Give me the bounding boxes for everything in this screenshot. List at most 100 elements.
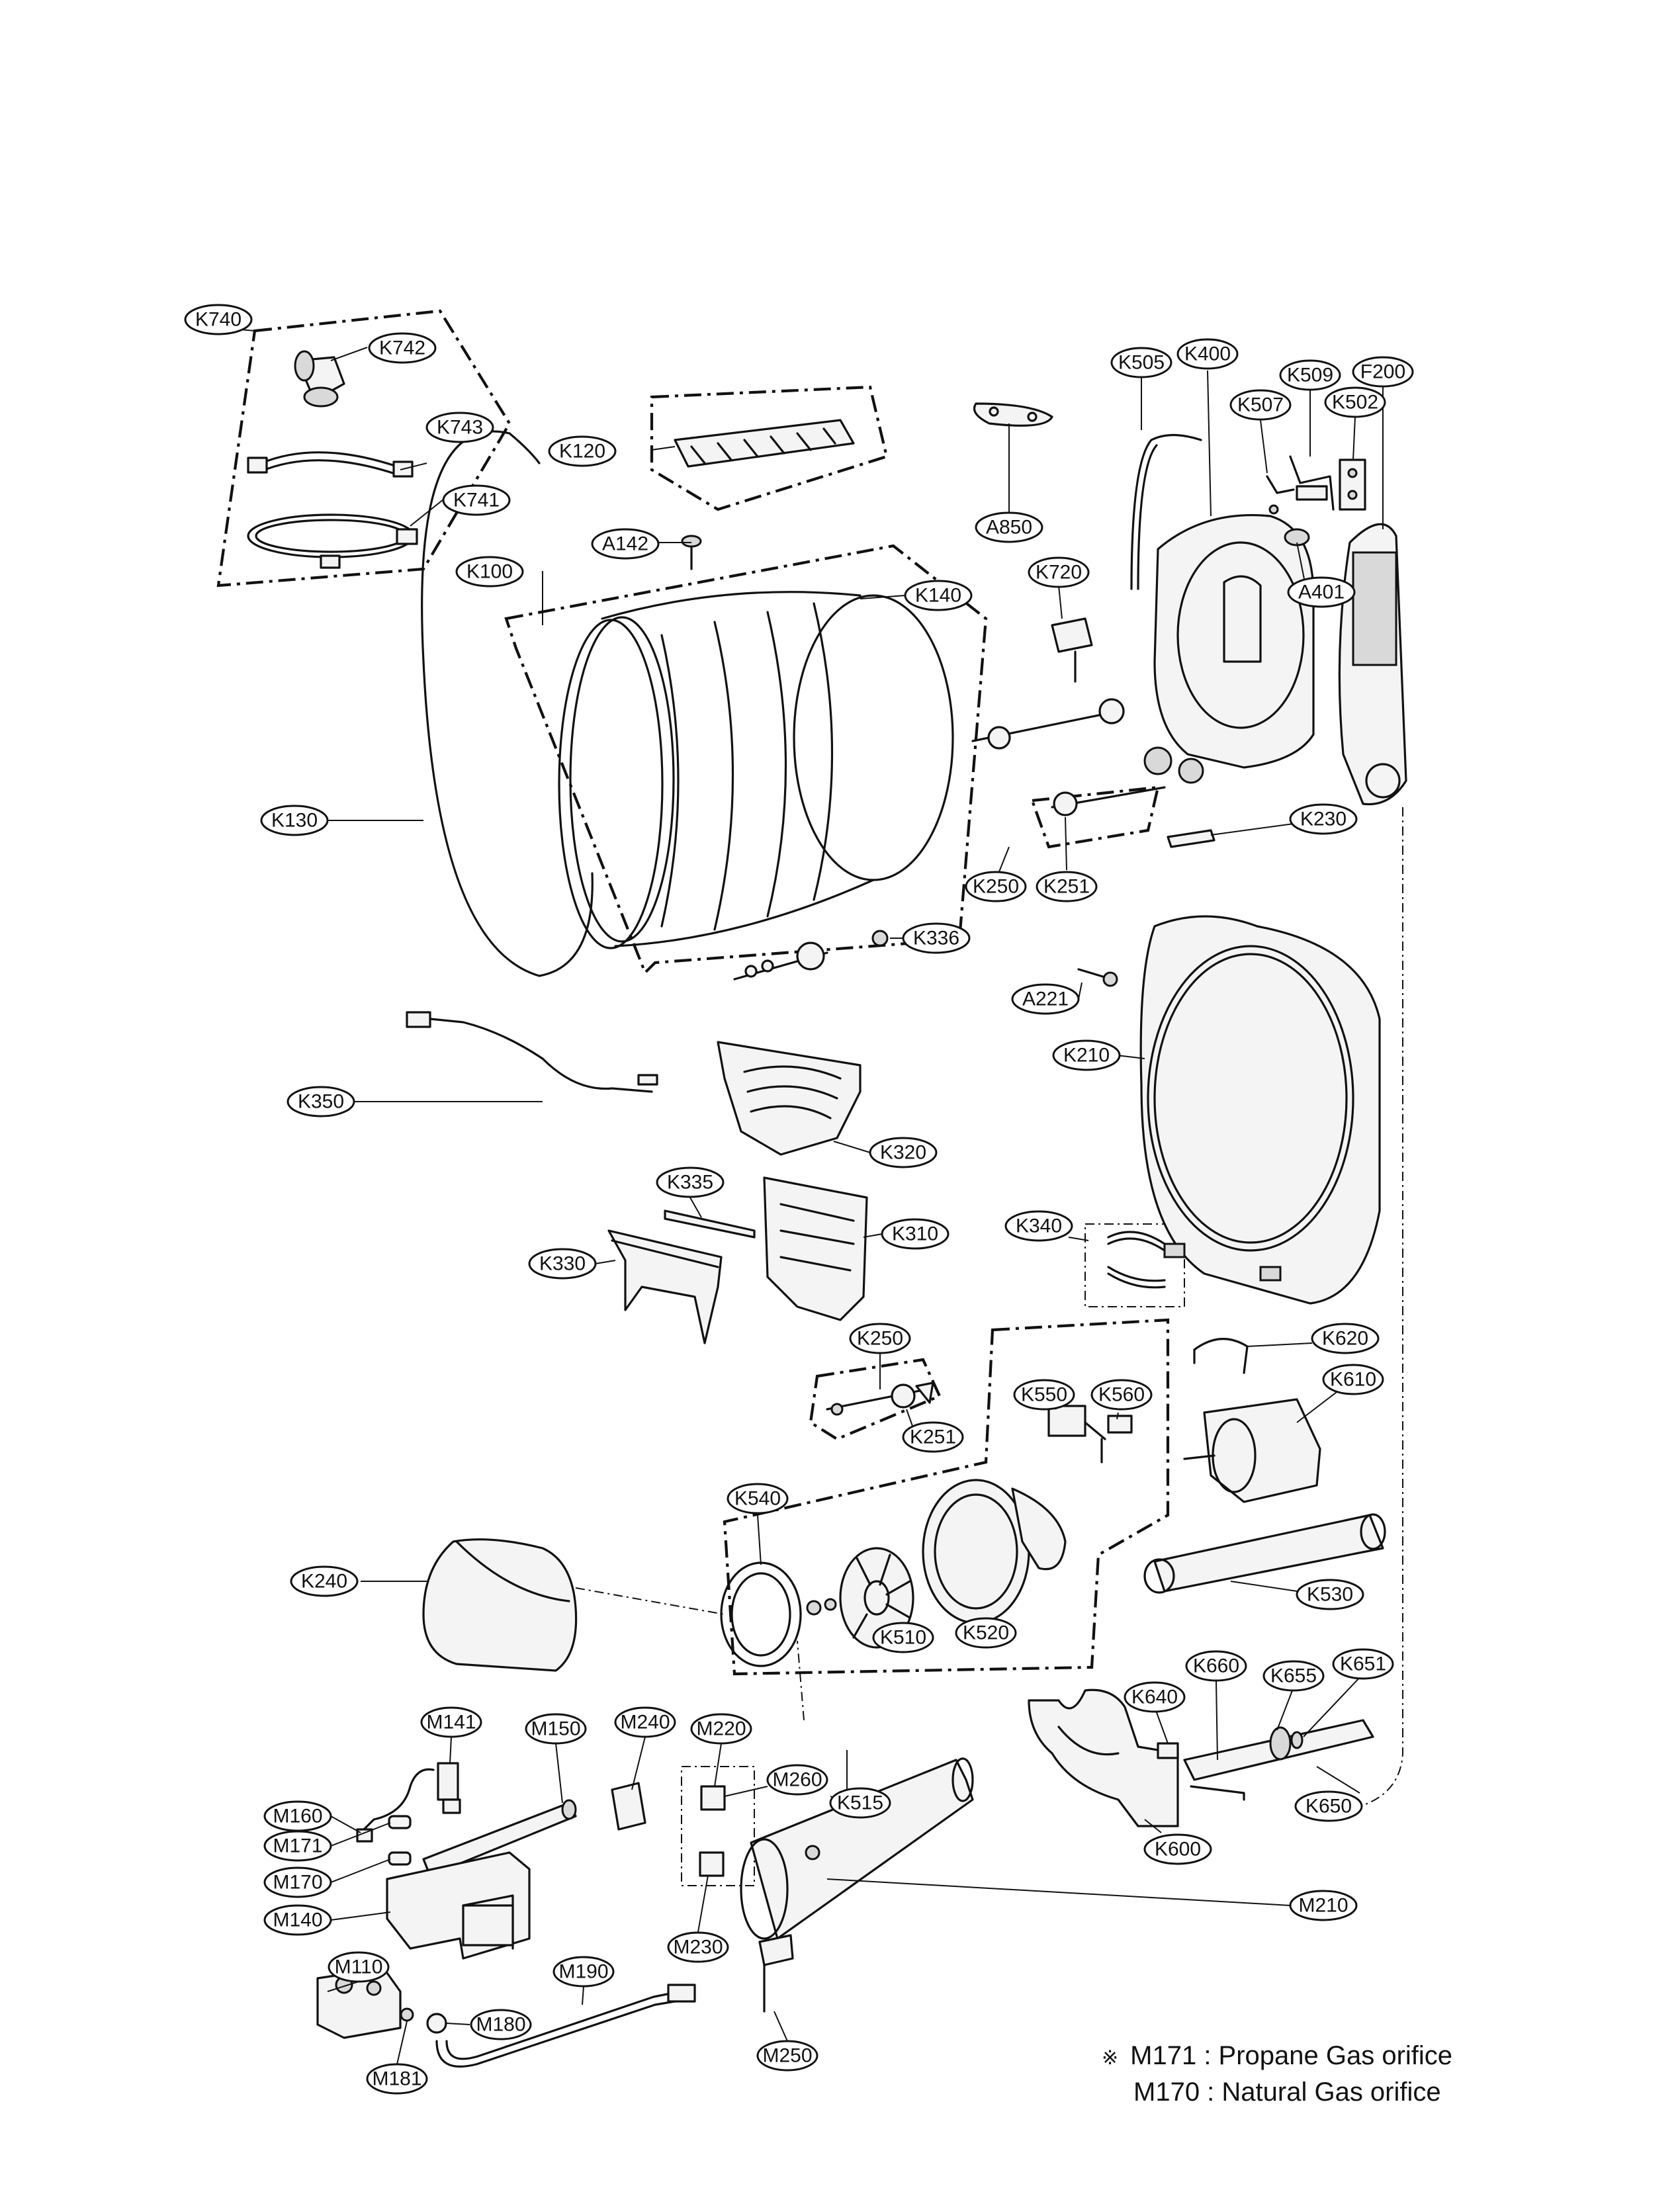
k650-burner-part — [1157, 1719, 1374, 1801]
svg-text:K530: K530 — [1307, 1584, 1353, 1606]
svg-text:K335: K335 — [667, 1172, 713, 1194]
callout-a142: A142 — [591, 528, 660, 560]
svg-text:K655: K655 — [1270, 1665, 1317, 1687]
callout-k320: K320 — [869, 1137, 938, 1168]
callout-k742: K742 — [368, 332, 437, 364]
svg-text:K251: K251 — [910, 1426, 956, 1448]
f200-filter-panel-part — [1338, 523, 1407, 806]
k340-seals-part — [1107, 1231, 1166, 1289]
note-natural-gas: M170 : Natural Gas orifice — [1133, 2078, 1441, 2107]
svg-text:K230: K230 — [1300, 809, 1347, 830]
callout-k210: K210 — [1052, 1039, 1121, 1071]
callout-k251-lower: K251 — [902, 1421, 964, 1453]
callout-a221: A221 — [1011, 983, 1080, 1015]
callout-k650: K650 — [1294, 1790, 1363, 1822]
k130-gasket-part — [421, 430, 594, 977]
svg-text:M140: M140 — [273, 1909, 322, 1931]
callout-a401: A401 — [1287, 576, 1356, 608]
callout-m110: M110 — [328, 1951, 390, 1983]
callout-k560: K560 — [1090, 1379, 1153, 1411]
svg-text:M110: M110 — [335, 1956, 383, 1978]
callout-k100: K100 — [455, 556, 524, 588]
svg-text:K210: K210 — [1063, 1045, 1110, 1067]
svg-text:M171: M171 — [273, 1835, 322, 1857]
svg-text:M240: M240 — [620, 1712, 670, 1733]
svg-text:K507: K507 — [1237, 394, 1284, 416]
svg-text:K510: K510 — [880, 1627, 926, 1649]
k250-rollers-upper-part — [971, 698, 1204, 816]
callout-k507: K507 — [1229, 389, 1292, 421]
m210-combustion-chamber-part — [740, 1757, 974, 1940]
callout-k651: K651 — [1332, 1648, 1394, 1680]
callout-k240: K240 — [290, 1565, 359, 1597]
k720-part — [1051, 617, 1093, 683]
callout-m260: M260 — [766, 1764, 828, 1796]
svg-text:K640: K640 — [1131, 1686, 1178, 1708]
callout-m230: M230 — [667, 1931, 729, 1963]
k502-sensor-part — [1339, 459, 1366, 511]
svg-text:K550: K550 — [1021, 1384, 1067, 1406]
k540-seal-part — [720, 1561, 802, 1667]
svg-text:M181: M181 — [372, 2068, 421, 2090]
svg-text:M230: M230 — [673, 1937, 723, 1958]
callout-m190: M190 — [553, 1956, 615, 1988]
svg-text:K505: K505 — [1118, 352, 1165, 374]
m240-bracket-part — [611, 1782, 646, 1831]
callout-m150: M150 — [525, 1713, 587, 1745]
k742-elbow-part — [294, 350, 345, 408]
callout-m250: M250 — [756, 2040, 818, 2072]
note-line-1: M171 : Propane Gas orifice — [1130, 2041, 1453, 2070]
callout-m240: M240 — [614, 1706, 676, 1738]
callout-m210: M210 — [1289, 1890, 1358, 1921]
callout-k330: K330 — [528, 1248, 597, 1280]
callout-k335: K335 — [656, 1166, 725, 1198]
svg-text:K660: K660 — [1193, 1655, 1239, 1677]
svg-text:M170: M170 — [273, 1872, 322, 1894]
svg-text:K310: K310 — [892, 1223, 938, 1245]
k741-hose-coil-part — [247, 513, 418, 569]
svg-text:K740: K740 — [195, 309, 242, 331]
callout-k515: K515 — [829, 1787, 891, 1819]
svg-text:K350: K350 — [298, 1091, 344, 1113]
a850-bracket-part — [973, 402, 1053, 427]
svg-text:A221: A221 — [1022, 988, 1069, 1010]
k400-front-bracket-part — [1153, 513, 1315, 769]
svg-text:K140: K140 — [915, 585, 961, 607]
callout-m170: M170 — [263, 1866, 332, 1898]
k250-rollers-lower-part — [826, 1381, 934, 1416]
callout-k550: K550 — [1013, 1379, 1075, 1411]
svg-text:A401: A401 — [1298, 582, 1345, 603]
svg-text:F200: F200 — [1360, 361, 1405, 383]
k230-glide-part — [1167, 829, 1216, 848]
svg-text:K600: K600 — [1155, 1839, 1201, 1860]
a221-screw-part — [1077, 968, 1118, 987]
svg-text:M210: M210 — [1298, 1895, 1348, 1917]
callout-k120: K120 — [548, 435, 617, 467]
svg-text:K515: K515 — [837, 1792, 883, 1814]
m220-switch-part — [700, 1785, 726, 1811]
callout-k600: K600 — [1143, 1833, 1212, 1865]
svg-text:K540: K540 — [734, 1488, 781, 1510]
callout-k610: K610 — [1322, 1364, 1384, 1395]
callout-m220: M220 — [690, 1713, 752, 1745]
callout-k130: K130 — [260, 805, 329, 836]
svg-text:M180: M180 — [476, 2014, 525, 2036]
callout-k250-lower: K250 — [849, 1323, 911, 1354]
svg-text:M141: M141 — [426, 1712, 476, 1733]
note-mark: ※ — [1102, 2047, 1119, 2069]
callout-k540: K540 — [727, 1483, 789, 1514]
m140-burner-box-part — [386, 1851, 531, 1960]
callout-k655: K655 — [1262, 1660, 1325, 1692]
k620-clip-part — [1193, 1338, 1249, 1374]
k240-cover-part — [422, 1538, 578, 1672]
k520-blower-housing-part — [922, 1479, 1067, 1624]
k743-hose-part — [247, 451, 414, 478]
svg-text:M220: M220 — [696, 1718, 746, 1740]
k600-bracket-part — [1028, 1688, 1179, 1827]
svg-text:M260: M260 — [772, 1769, 822, 1791]
svg-text:K502: K502 — [1332, 392, 1378, 414]
callout-k741: K741 — [442, 484, 511, 516]
callout-k520: K520 — [955, 1617, 1017, 1649]
k120-lifter-part — [674, 419, 855, 468]
callout-k310: K310 — [881, 1218, 950, 1250]
